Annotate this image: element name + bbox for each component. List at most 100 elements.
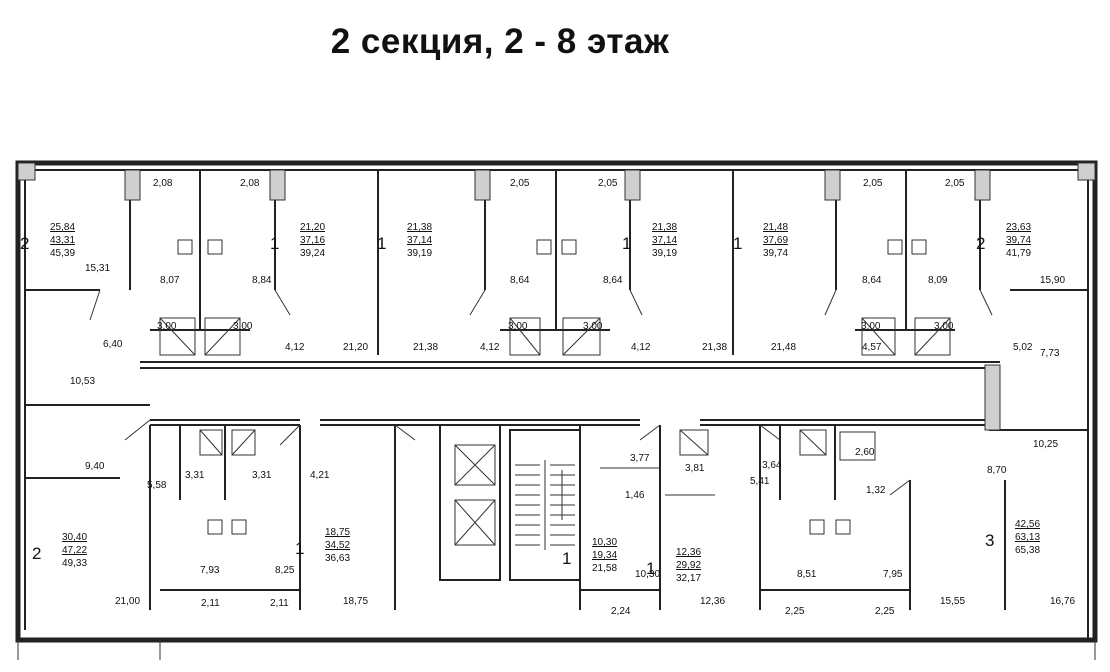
apartment-total-area: 39,19 (407, 248, 432, 259)
apartment-useful-area: 37,69 (763, 235, 788, 246)
room-area-label: 2,05 (510, 178, 530, 189)
apartment-useful-area: 39,74 (1006, 235, 1031, 246)
room-area-label: 4,21 (310, 470, 330, 481)
apartment-total-area: 32,17 (676, 573, 701, 584)
room-area-label: 8,64 (862, 275, 882, 286)
stairwell (439, 425, 581, 581)
apartment-total-area: 45,39 (50, 248, 75, 259)
room-area-label: 8,84 (252, 275, 272, 286)
apartment-rooms: 2 (20, 234, 29, 253)
room-area-label: 21,20 (343, 342, 368, 353)
apartment-useful-area: 37,14 (652, 235, 677, 246)
apartment-rooms: 3 (985, 531, 994, 550)
room-area-label: 3,31 (252, 470, 272, 481)
apartment-useful-area: 37,14 (407, 235, 432, 246)
apartment-total-area: 36,63 (325, 553, 350, 564)
apartment-useful-area: 43,31 (50, 235, 75, 246)
room-area-label: 3,77 (630, 453, 650, 464)
apartment-useful-area: 47,22 (62, 545, 87, 556)
apartment-rooms: 1 (295, 539, 304, 558)
apartment-useful-area: 29,92 (676, 560, 701, 571)
room-area-label: 21,38 (413, 342, 438, 353)
apartment-living-area: 42,56 (1015, 519, 1040, 530)
room-area-label: 3,64 (762, 460, 782, 471)
apartment-living-area: 30,40 (62, 532, 87, 543)
room-area-label: 2,05 (945, 178, 965, 189)
room-area-label: 2,08 (240, 178, 260, 189)
apartment-useful-area: 34,52 (325, 540, 350, 551)
room-area-label: 7,95 (883, 569, 903, 580)
upper-partitions (17, 162, 1096, 355)
room-area-label: 4,12 (631, 342, 651, 353)
room-area-label: 5,58 (147, 480, 167, 491)
room-area-label: 2,05 (863, 178, 883, 189)
room-area-label: 15,90 (1040, 275, 1065, 286)
room-area-label: 2,11 (270, 598, 289, 609)
room-area-label: 21,48 (771, 342, 796, 353)
room-area-label: 1,46 (625, 490, 645, 501)
corridor-walls (140, 361, 1000, 426)
apartment-rooms: 1 (562, 549, 571, 568)
apartment-living-area: 25,84 (50, 222, 75, 233)
apartment-rooms: 1 (646, 559, 655, 578)
room-area-label: 3,00 (157, 321, 177, 332)
room-area-label: 3,00 (934, 321, 954, 332)
fixtures (159, 239, 951, 535)
room-area-label: 4,57 (862, 342, 882, 353)
room-area-label: 8,25 (275, 565, 295, 576)
room-area-label: 2,11 (201, 598, 220, 609)
room-area-label: 10,25 (1033, 439, 1058, 450)
apartment-rooms: 1 (733, 234, 742, 253)
apartment-living-area: 21,20 (300, 222, 325, 233)
apartment-total-area: 21,58 (592, 563, 617, 574)
room-area-label: 2,24 (611, 606, 631, 617)
room-area-label: 12,36 (700, 596, 725, 607)
apartment-rooms: 1 (377, 234, 386, 253)
room-area-label: 4,12 (480, 342, 500, 353)
apartment-total-area: 49,33 (62, 558, 87, 569)
apartment-total-area: 39,24 (300, 248, 325, 259)
apartment-living-area: 12,36 (676, 547, 701, 558)
room-area-label: 2,60 (855, 447, 875, 458)
room-area-label: 5,02 (1013, 342, 1033, 353)
apartment-useful-area: 63,13 (1015, 532, 1040, 543)
outer-walls (15, 160, 1098, 660)
room-area-label: 18,75 (343, 596, 368, 607)
room-area-label: 3,00 (233, 321, 253, 332)
room-area-label: 8,64 (510, 275, 530, 286)
room-area-label: 15,55 (940, 596, 965, 607)
apartment-total-area: 41,79 (1006, 248, 1031, 259)
apartment-total-area: 65,38 (1015, 545, 1040, 556)
room-area-label: 3,00 (508, 321, 528, 332)
apartment-useful-area: 19,34 (592, 550, 617, 561)
room-area-label: 2,25 (785, 606, 805, 617)
room-area-label: 9,40 (85, 461, 105, 472)
apartment-rooms: 1 (270, 234, 279, 253)
room-area-label: 2,08 (153, 178, 173, 189)
apartment-total-area: 39,19 (652, 248, 677, 259)
room-area-label: 10,30 (635, 569, 660, 580)
apartment-living-area: 18,75 (325, 527, 350, 538)
apartment-living-area: 21,38 (652, 222, 677, 233)
room-area-label: 2,25 (875, 606, 895, 617)
apartment-useful-area: 37,16 (300, 235, 325, 246)
apartment-labels: 225,8443,3145,39121,2037,1639,24121,3837… (20, 222, 1040, 584)
apartment-total-area: 39,74 (763, 248, 788, 259)
room-area-label: 10,53 (70, 376, 95, 387)
apartment-living-area: 21,48 (763, 222, 788, 233)
room-area-label: 8,70 (987, 465, 1007, 476)
room-area-label: 21,00 (115, 596, 140, 607)
room-area-label: 1,32 (866, 485, 886, 496)
room-area-label: 8,09 (928, 275, 948, 286)
lower-partitions (25, 364, 1088, 610)
room-area-label: 3,81 (685, 463, 705, 474)
room-area-label: 7,73 (1040, 348, 1060, 359)
room-area-label: 8,51 (797, 569, 817, 580)
room-area-label: 3,31 (185, 470, 205, 481)
room-area-label: 6,40 (103, 339, 123, 350)
apartment-rooms: 1 (622, 234, 631, 253)
page-title: 2 секция, 2 - 8 этаж (330, 22, 670, 61)
room-area-label: 5,41 (750, 476, 770, 487)
